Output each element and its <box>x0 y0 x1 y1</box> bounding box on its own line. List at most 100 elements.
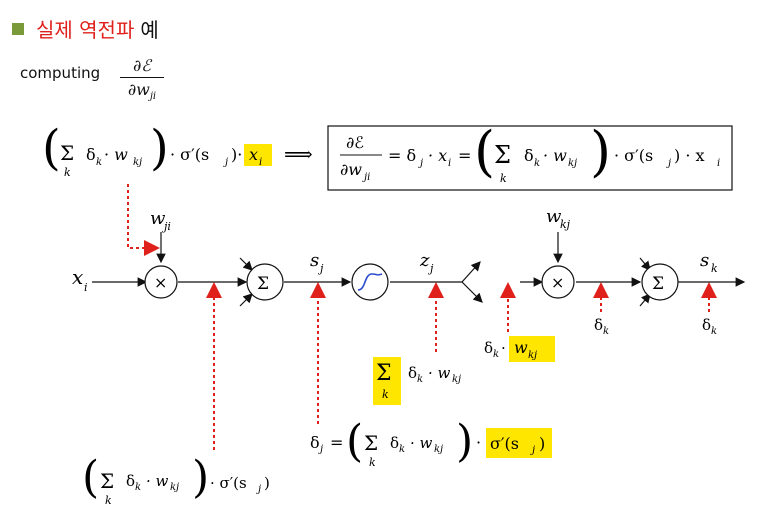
delta-k-label-2: δ <box>702 316 711 334</box>
ann-dj-sub: j <box>318 444 323 455</box>
ann-sum-delta-sub: k <box>417 374 423 385</box>
computing-label: computing <box>20 64 100 82</box>
ann-sum-w-sub: kj <box>452 374 461 385</box>
left-paren-close: ) <box>150 120 169 176</box>
ann-dj-sigma-sub: j <box>530 445 535 456</box>
boxed-formula-frame <box>327 125 733 191</box>
red-backprop-arrows <box>127 184 717 450</box>
x-i-label: x <box>72 265 83 289</box>
box-frac-den-sub: ji <box>362 172 370 183</box>
ann-bottom-w-sub: kj <box>170 482 179 493</box>
computing-numerator: ∂ℰ <box>133 56 151 75</box>
ann-dj-delta: δ <box>310 433 320 452</box>
w-kj-label: w <box>546 206 562 227</box>
box-sum-sub: k <box>500 172 507 185</box>
delta-k-label-1: δ <box>594 316 603 334</box>
z-j-label: z <box>419 250 430 271</box>
multiply-symbol-1: × <box>154 273 167 292</box>
box-paren-open: ( <box>474 120 495 183</box>
box-xi-sub: i <box>717 158 720 169</box>
left-sigma-close: )· <box>231 145 242 164</box>
left-sum-symbol: Σ <box>60 141 74 165</box>
ann-dj-w-sub: kj <box>434 444 443 455</box>
box-delta-sub: k <box>534 158 540 169</box>
ann-dk-sub: k <box>493 349 499 360</box>
sum-node-2 <box>641 263 679 301</box>
w-ji-sub: ji <box>161 220 171 233</box>
ann-sum-delta: δ <box>408 364 417 382</box>
implies-arrow: ⟹ <box>284 142 313 166</box>
highlight-xi <box>244 144 272 166</box>
ann-sum-w: · w <box>428 364 451 382</box>
ann-dj-paren-open: ( <box>346 416 363 467</box>
activation-node <box>351 263 389 301</box>
left-sum-sub: k <box>64 166 71 179</box>
ann-dj-body: δ <box>390 434 399 452</box>
box-sigma-close: ) · x <box>674 146 705 165</box>
computing-fraction: ∂ℰ ∂wji <box>120 56 164 102</box>
computing-word: computing <box>20 64 101 82</box>
ann-bottom-delta: δ <box>126 472 135 490</box>
delta-k-sub-1: k <box>603 326 609 337</box>
ann-dj-sum: Σ <box>364 431 378 455</box>
box-eq1-x-sub: i <box>448 158 451 169</box>
boxed-formula: ∂ℰ ∂w ji = δ j · x i = ( Σ k δ k · w kj … <box>340 120 720 185</box>
z-j-sub: j <box>427 262 434 275</box>
box-frac-num: ∂ℰ <box>346 133 364 152</box>
multiply-node-1 <box>144 265 178 299</box>
ann-bottom-sigma-sub: j <box>256 484 261 495</box>
left-sigma-sub: j <box>223 157 228 168</box>
box-sigma-sub: j <box>666 158 671 169</box>
ann-dk-dot: · <box>501 339 506 357</box>
ann-dj-body-sub: k <box>399 444 405 455</box>
left-paren-open: ( <box>42 120 61 176</box>
ann-bottom-w: · w <box>146 472 169 490</box>
left-xi-sub: i <box>259 157 262 168</box>
box-delta: δ <box>524 146 534 165</box>
top-left-expression: ( Σ k δ k · w kj ) · σ′(s j )· x i ⟹ <box>42 120 313 179</box>
w-kj-sub: kj <box>560 218 571 231</box>
left-wkj: · w <box>104 145 128 164</box>
left-delta: δ <box>86 145 96 164</box>
multiply-node-2 <box>541 265 575 299</box>
box-eq1-sub: j <box>418 158 423 169</box>
title-red-text: 실제 역전파 <box>36 18 135 42</box>
ann-bottom-paren-open: ( <box>82 452 99 503</box>
delta-k-sub-2: k <box>711 326 717 337</box>
computing-den-sub: ji <box>149 91 157 103</box>
sigmoid-curve-icon <box>357 273 383 291</box>
box-wkj-sub: kj <box>568 158 577 169</box>
box-eq2: = <box>458 146 471 165</box>
box-sum: Σ <box>494 141 511 169</box>
highlight-sum <box>373 357 401 405</box>
ann-sum-symbol: Σ <box>376 361 392 386</box>
ann-bottom-sigma: · σ′(s <box>210 474 247 492</box>
highlight-sigma-prime <box>486 428 552 458</box>
ann-dj-sigma: σ′(s <box>490 434 519 453</box>
ann-bottom-sum-sub: k <box>105 494 112 507</box>
left-xi: x <box>249 145 258 164</box>
ann-dj-sigma-close: ) <box>539 434 545 453</box>
highlight-wkj <box>509 336 555 362</box>
box-eq1-x: · x <box>428 146 447 165</box>
sum-node-1 <box>246 263 284 301</box>
left-delta-sub: k <box>96 157 102 168</box>
s-k-sub: k <box>711 262 718 275</box>
ann-wkj: w <box>514 338 528 357</box>
sum-symbol-1: Σ <box>257 274 269 294</box>
ann-sum-sub: k <box>382 388 389 401</box>
box-eq1: = δ <box>388 146 416 165</box>
bullet-square-icon <box>12 22 24 35</box>
title-black-text: 예 <box>140 18 159 42</box>
ann-bottom-paren-close: ) <box>192 452 209 503</box>
box-frac-den: ∂w <box>340 160 362 179</box>
ann-dj-dot: · <box>476 433 481 452</box>
ann-wkj-sub: kj <box>528 350 537 361</box>
ann-bottom-sigma-close: ) <box>264 474 270 492</box>
ann-dj-w: · w <box>410 434 433 452</box>
ann-bottom-sum: Σ <box>100 469 114 493</box>
computing-denominator: ∂wji <box>120 80 164 102</box>
left-sigma-prime: · σ′(s <box>170 145 209 164</box>
ann-dj-sum-sub: k <box>369 456 376 469</box>
